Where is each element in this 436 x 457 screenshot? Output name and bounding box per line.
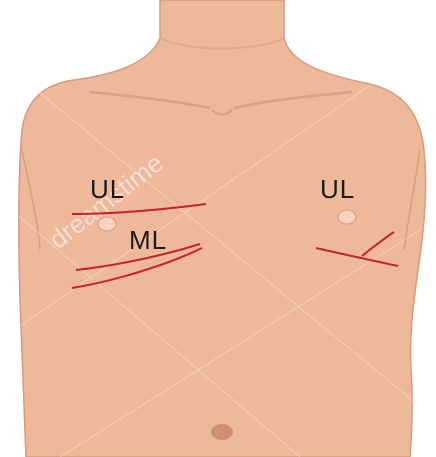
label-right-upper-lobe: UL — [90, 174, 125, 204]
navel — [211, 424, 233, 440]
nipple-left — [338, 210, 356, 224]
label-left-upper-lobe: UL — [320, 174, 355, 204]
nipple-right — [98, 217, 116, 231]
label-right-middle-lobe: ML — [129, 225, 167, 255]
